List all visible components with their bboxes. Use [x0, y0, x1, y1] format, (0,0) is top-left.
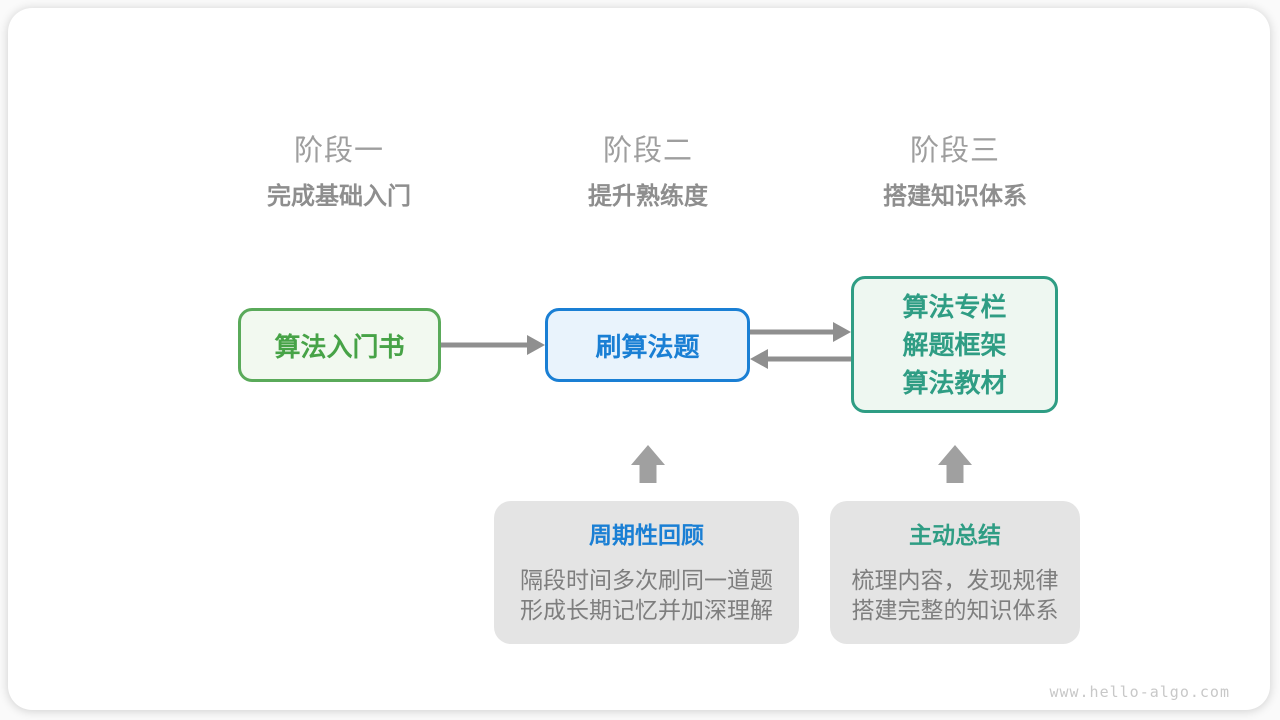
- node-resources-line-2: 解题框架: [902, 329, 1007, 360]
- panel-active-summary-line-2: 搭建完整的知识体系: [851, 597, 1059, 623]
- watermark: www.hello-algo.com: [1049, 683, 1230, 701]
- stage-2-header: 阶段二 提升熟练度: [488, 135, 808, 210]
- node-intro-book-label: 算法入门书: [274, 331, 405, 362]
- panel-periodic-review-title: 周期性回顾: [589, 522, 704, 548]
- stage-1-title: 阶段一: [293, 135, 384, 167]
- diagram-card: 阶段一 完成基础入门 阶段二 提升熟练度 阶段三 搭建知识体系 算法入门书 刷算…: [8, 8, 1270, 710]
- panel-periodic-review: 周期性回顾 隔段时间多次刷同一道题 形成长期记忆并加深理解: [494, 501, 799, 644]
- node-resources-line-1: 算法专栏: [902, 291, 1007, 322]
- stage-1-header: 阶段一 完成基础入门: [179, 135, 499, 210]
- stage-3-header: 阶段三 搭建知识体系: [795, 135, 1115, 210]
- up-arrow-icon: [938, 445, 972, 483]
- right-arrow-icon: [441, 335, 545, 355]
- node-practice-problems-label: 刷算法题: [595, 331, 700, 362]
- left-arrow-icon: [750, 349, 851, 369]
- panel-active-summary: 主动总结 梳理内容，发现规律 搭建完整的知识体系: [830, 501, 1080, 644]
- stage-2-subtitle: 提升熟练度: [588, 183, 708, 210]
- up-arrow-icon: [631, 445, 665, 483]
- node-resources-line-3: 算法教材: [902, 367, 1007, 398]
- stage-3-title: 阶段三: [909, 135, 1000, 167]
- panel-active-summary-title: 主动总结: [909, 522, 1001, 548]
- panel-periodic-review-line-2: 形成长期记忆并加深理解: [520, 597, 773, 623]
- node-knowledge-resources: 算法专栏 解题框架 算法教材: [851, 276, 1058, 413]
- right-arrow-icon: [750, 322, 851, 342]
- stage-1-subtitle: 完成基础入门: [267, 183, 411, 210]
- panel-periodic-review-line-1: 隔段时间多次刷同一道题: [520, 567, 773, 593]
- stage-2-title: 阶段二: [602, 135, 693, 167]
- stage-3-subtitle: 搭建知识体系: [883, 183, 1027, 210]
- panel-active-summary-line-1: 梳理内容，发现规律: [851, 567, 1059, 593]
- node-practice-problems: 刷算法题: [545, 308, 750, 382]
- node-intro-book: 算法入门书: [238, 308, 441, 382]
